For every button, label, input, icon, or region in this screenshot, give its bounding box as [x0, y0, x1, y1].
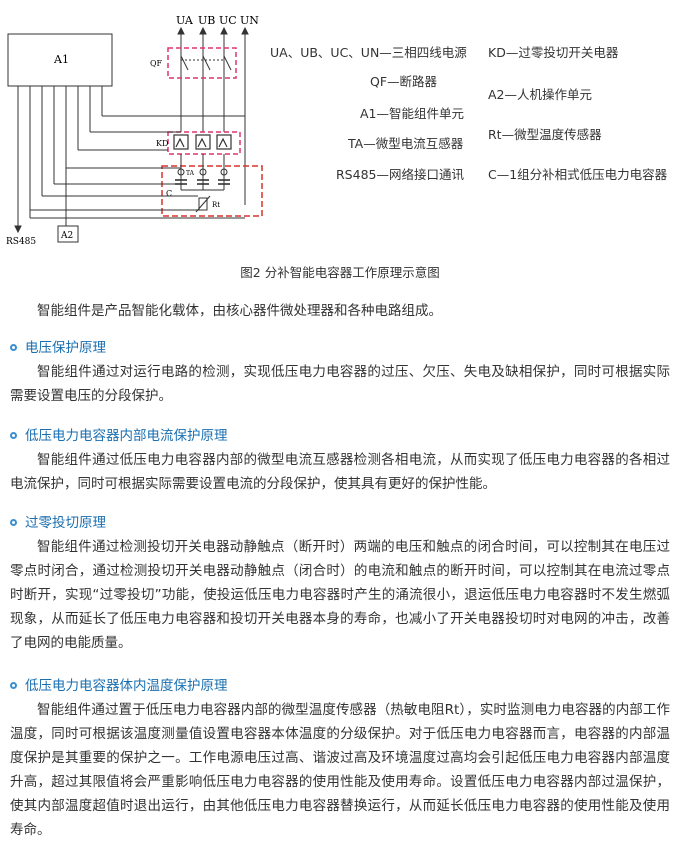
phase-label-ub: UB: [198, 14, 215, 27]
section-body-current: 智能组件通过低压电力电容器内部的微型电流互感器检测各相电流，从而实现了低压电力电…: [10, 452, 670, 492]
capacitor-box: [161, 165, 263, 217]
figure-caption: 图2 分补智能电容器工作原理示意图: [240, 265, 440, 280]
intro-paragraph: 智能组件是产品智能化载体，由核心器件微处理器和各种电路组成。: [37, 303, 442, 319]
section-heading-current: 低压电力电容器内部电流保护原理: [10, 426, 228, 446]
circuit-diagram: UA UB UC UN A1 QF KD C: [6, 14, 263, 247]
bullet-icon: [10, 432, 17, 439]
phase-label-uc: UC: [219, 14, 237, 27]
a2-block: [57, 225, 79, 243]
bullet-icon: [10, 682, 17, 689]
qf-breaker-box: [167, 47, 237, 79]
phase-label-un: UN: [240, 14, 259, 27]
kd-label: KD: [156, 139, 168, 148]
section-body-temperature: 智能组件通过置于低压电力电容器内部的微型温度传感器（热敏电阻Rt），实时监测电力…: [10, 702, 670, 838]
a1-block: [7, 33, 113, 87]
legend-a2: A2—人机操作单元: [488, 87, 593, 102]
ta-label: TA: [186, 170, 195, 177]
capacitor-label: C: [166, 189, 172, 198]
phase-label-ua: UA: [176, 14, 194, 27]
legend-ta: TA—微型电流互感器: [348, 136, 464, 151]
legend-phase-source: UA、UB、UC、UN—三相四线电源: [270, 45, 467, 60]
rs485-label: RS485: [6, 237, 36, 247]
bullet-icon: [10, 344, 17, 351]
rt-label: Rt: [212, 201, 220, 209]
section-heading-temperature: 低压电力电容器体内温度保护原理: [10, 676, 228, 696]
legend-qf: QF—断路器: [370, 74, 438, 89]
section-heading-voltage: 电压保护原理: [10, 338, 106, 358]
legend-a1: A1—智能组件单元: [360, 106, 465, 121]
legend-rs485: RS485—网络接口通讯: [336, 167, 464, 182]
legend-rt: Rt—微型温度传感器: [488, 127, 602, 142]
section-body-zero-switching: 智能组件通过检测投切开关电器动静触点（断开时）两端的电压和触点的闭合时间，可以控…: [10, 539, 670, 651]
qf-label: QF: [150, 59, 163, 68]
bullet-icon: [10, 519, 17, 526]
a2-label: A2: [60, 231, 73, 241]
section-body-voltage: 智能组件通过对运行电路的检测，实现低压电力电容器的过压、欠压、失电及缺相保护，同…: [10, 364, 670, 404]
kd-relay-box: [167, 131, 241, 155]
a1-label: A1: [53, 53, 69, 66]
section-heading-zero-switching: 过零投切原理: [10, 513, 106, 533]
legend-kd: KD—过零投切开关电器: [488, 45, 619, 60]
legend-capacitor: C—1组分补相式低压电力电容器: [488, 167, 668, 182]
